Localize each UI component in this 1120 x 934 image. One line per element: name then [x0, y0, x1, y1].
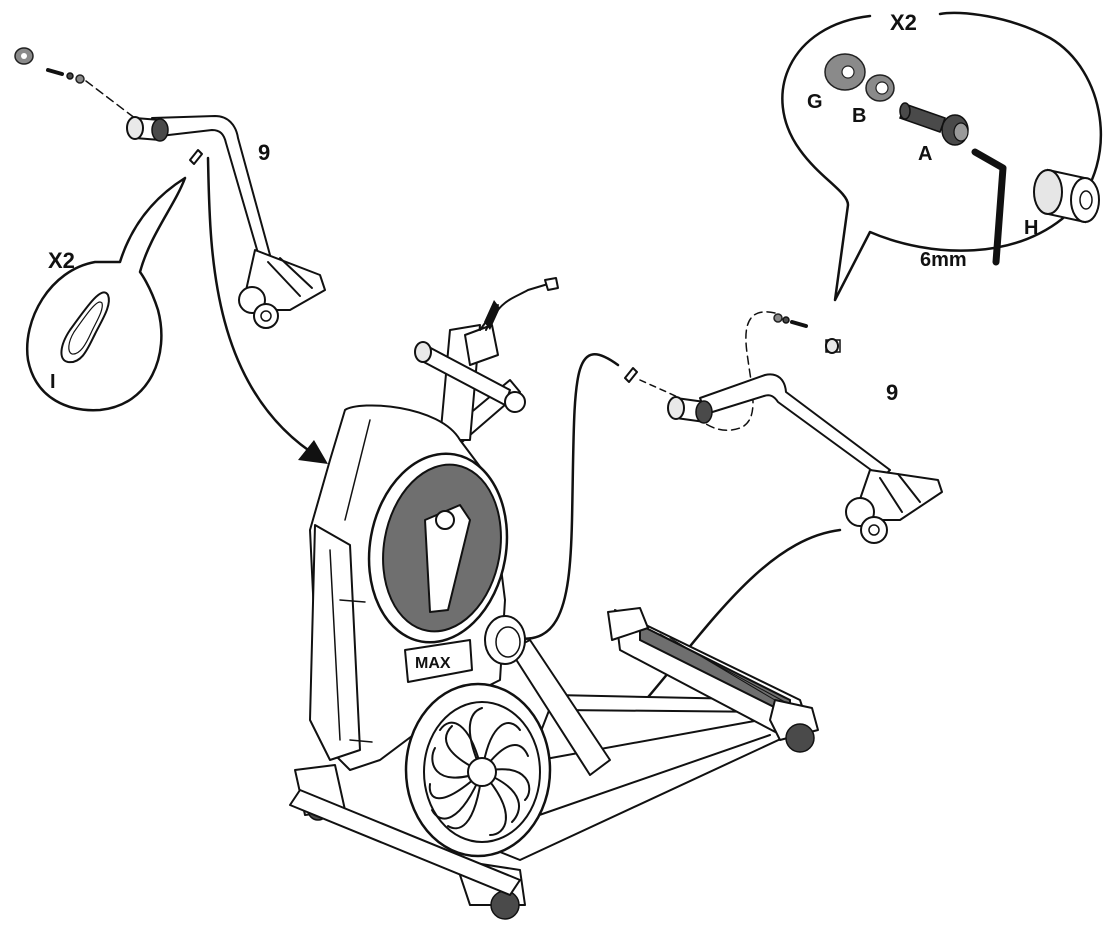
part-number-arm-right: 9 — [886, 380, 898, 405]
arm-left — [126, 115, 326, 329]
exploded-hardware-left — [14, 47, 141, 123]
part-label-b: B — [852, 105, 866, 127]
upper-flywheel-disc — [367, 452, 509, 644]
part-label-g: G — [807, 91, 823, 113]
bolt-a-icon — [899, 102, 969, 146]
washer-g-icon — [824, 53, 866, 91]
washer-b-icon — [865, 74, 895, 102]
hardware-callout-bubble — [781, 11, 1103, 302]
part-label-h: H — [1024, 217, 1038, 239]
machine-handlebar — [414, 277, 559, 413]
machine-logo-text: MAX — [415, 655, 451, 672]
machine-upright-post — [439, 324, 611, 776]
cap-h-icon — [1033, 168, 1100, 224]
quantity-label-left: X2 — [48, 248, 75, 273]
machine-base-frame — [289, 607, 819, 920]
arm-right — [667, 373, 943, 544]
part-number-arm-left: 9 — [258, 140, 270, 165]
tool-size-label: 6mm — [920, 249, 967, 271]
machine-logo: MAX — [404, 639, 473, 683]
bushing-i-icon — [60, 291, 110, 364]
part-label-i: I — [50, 371, 56, 393]
quantity-label-top: X2 — [890, 10, 917, 35]
fan-wheel — [404, 682, 552, 858]
allen-wrench-icon — [971, 148, 1007, 266]
front-socket — [484, 615, 526, 665]
arrow-left-arm-to-frame — [206, 156, 328, 464]
part-label-a: A — [918, 143, 932, 165]
bushing-callout-bubble — [25, 176, 187, 412]
